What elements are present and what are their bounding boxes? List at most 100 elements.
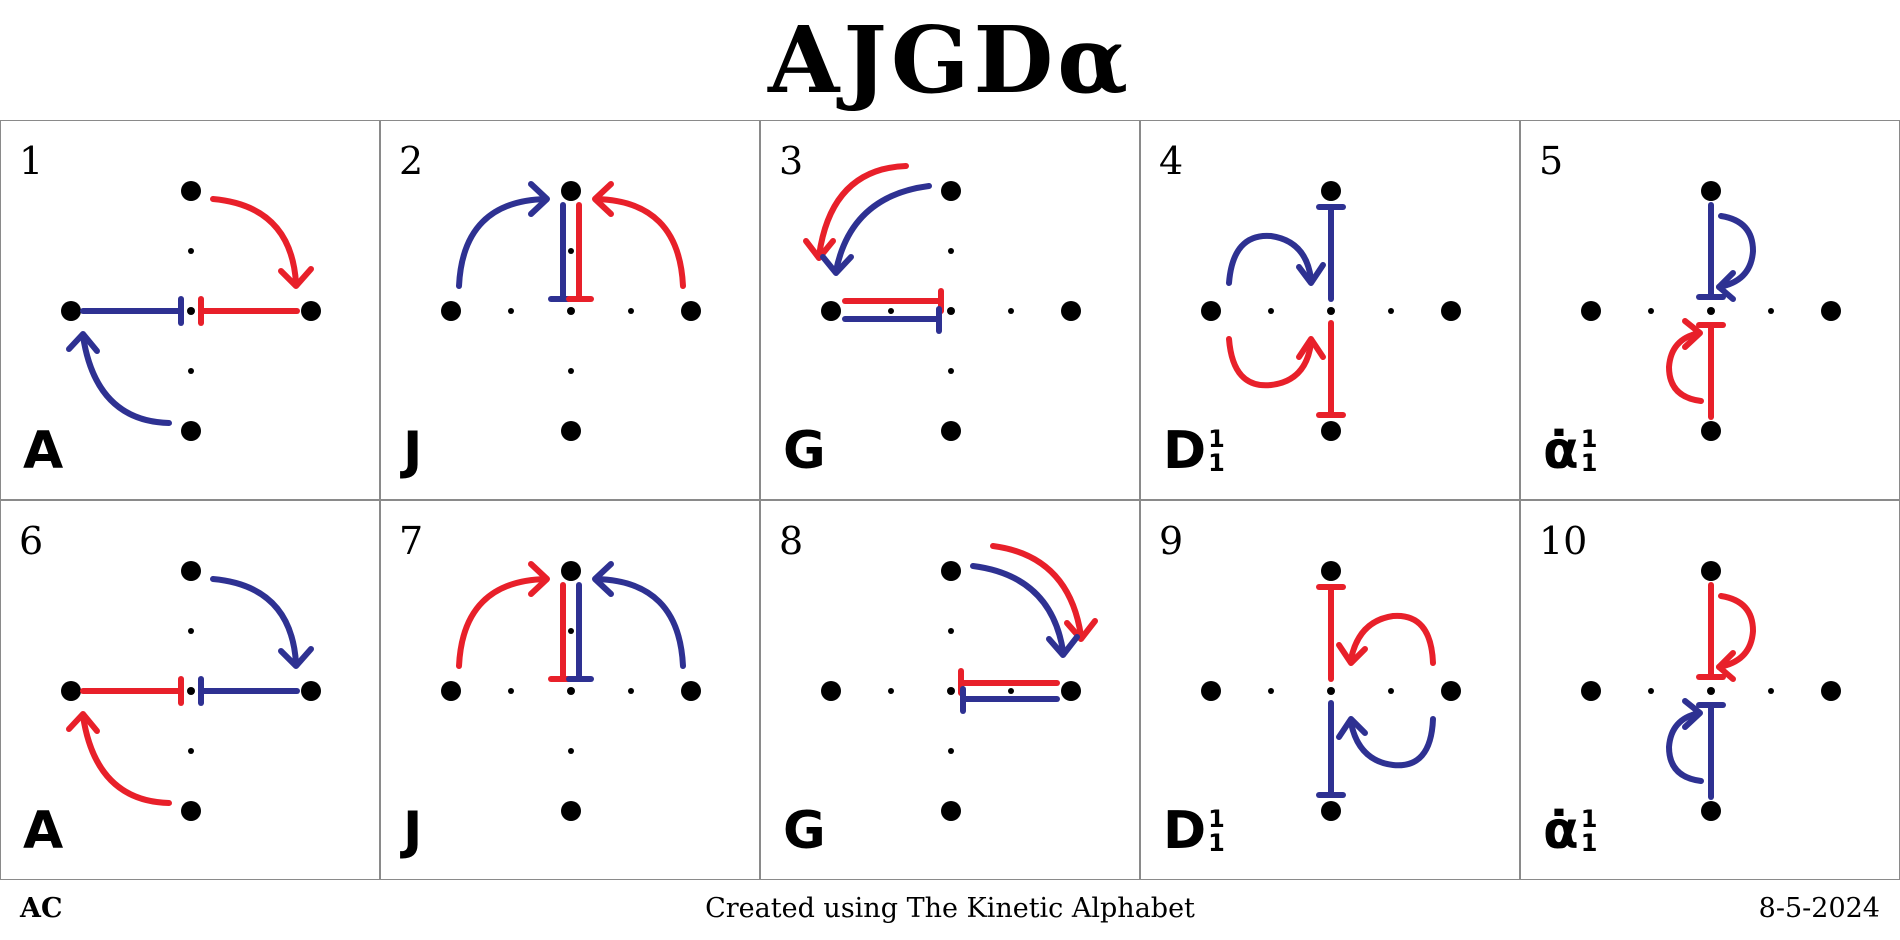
grid-dot [187, 687, 195, 695]
panel-letter: A [23, 801, 64, 861]
panel-diagram [1581, 181, 1841, 441]
panel-number: 3 [779, 139, 804, 183]
grid-dot [948, 628, 954, 634]
panel-grid: 1 A 2 [0, 120, 1900, 880]
grid-dot [1648, 308, 1654, 314]
grid-dot [561, 181, 581, 201]
grid-dot [681, 301, 701, 321]
grid-dot [1581, 681, 1601, 701]
blue-arrow [820, 183, 932, 276]
panel-number: 4 [1159, 139, 1184, 183]
grid-dot [568, 368, 574, 374]
grid-dot [181, 561, 201, 581]
grid-dots [441, 561, 701, 821]
panel-2: 2 J [380, 120, 760, 500]
grid-dot [1648, 688, 1654, 694]
panel-number: 7 [399, 519, 424, 563]
grid-dot [1441, 301, 1461, 321]
panel-number: 6 [19, 519, 44, 563]
red-staff [566, 202, 594, 302]
grid-dot [181, 801, 201, 821]
grid-dot [567, 307, 575, 315]
grid-dot [187, 307, 195, 315]
panel-8: 8 G [760, 500, 1140, 880]
blue-staff [198, 676, 300, 706]
panel-diagram [61, 561, 321, 821]
grid-dot [1701, 801, 1721, 821]
panel-number: 2 [399, 139, 424, 183]
blue-staff [842, 306, 942, 334]
grid-dot [1061, 301, 1081, 321]
grid-dot [1327, 687, 1335, 695]
red-staff [1316, 320, 1346, 418]
grid-dot [1701, 181, 1721, 201]
grid-dot [941, 801, 961, 821]
grid-dot [561, 561, 581, 581]
panel-3: 3 G [760, 120, 1140, 500]
grid-dot [567, 687, 575, 695]
panel-number: 1 [19, 139, 44, 183]
grid-dot [948, 748, 954, 754]
grid-dot [1768, 308, 1774, 314]
grid-dot [188, 748, 194, 754]
red-staff [1696, 322, 1726, 420]
blue-staff [1316, 700, 1346, 798]
grid-dot [681, 681, 701, 701]
panel-diagram [441, 561, 701, 821]
grid-dots [1581, 561, 1841, 821]
grid-dot [1321, 801, 1341, 821]
grid-dot [888, 308, 894, 314]
grid-dots [821, 181, 1081, 441]
panel-6: 6 A [0, 500, 380, 880]
grid-dot [441, 681, 461, 701]
blue-arrow [210, 576, 314, 669]
grid-dot [1201, 301, 1221, 321]
grid-dot [561, 801, 581, 821]
page-title: AJGDα [767, 6, 1133, 114]
panel-number: 9 [1159, 519, 1184, 563]
grid-dot [821, 301, 841, 321]
grid-dot [1321, 181, 1341, 201]
grid-dot [1441, 681, 1461, 701]
grid-dot [941, 181, 961, 201]
grid-dot [888, 688, 894, 694]
panel-letter: J [403, 801, 423, 861]
grid-dot [1701, 561, 1721, 581]
grid-dot [947, 307, 955, 315]
grid-dot [1327, 307, 1335, 315]
panel-number: 5 [1539, 139, 1564, 183]
grid-dot [948, 368, 954, 374]
grid-dot [188, 248, 194, 254]
grid-dots [1201, 561, 1461, 821]
footer-date: 8-5-2024 [1758, 893, 1880, 924]
grid-dot [1707, 307, 1715, 315]
grid-dots [1201, 181, 1461, 441]
grid-dot [821, 681, 841, 701]
grid-dot [188, 628, 194, 634]
grid-dot [181, 421, 201, 441]
panel-diagram [1201, 181, 1461, 441]
panel-diagram [803, 163, 1081, 441]
red-staff [198, 296, 300, 326]
grid-dot [628, 688, 634, 694]
grid-dot [1008, 308, 1014, 314]
grid-dot [188, 368, 194, 374]
blue-arrow [970, 563, 1080, 658]
blue-staff [1316, 204, 1346, 302]
blue-staff [80, 296, 184, 326]
red-arrow [1666, 318, 1704, 404]
grid-dot [1388, 688, 1394, 694]
panel-number: 10 [1539, 519, 1588, 563]
grid-dot [1581, 301, 1601, 321]
grid-dot [441, 301, 461, 321]
grid-dot [301, 681, 321, 701]
grid-dot [1008, 688, 1014, 694]
panel-diagram [61, 181, 321, 441]
grid-dot [61, 681, 81, 701]
grid-dot [941, 561, 961, 581]
